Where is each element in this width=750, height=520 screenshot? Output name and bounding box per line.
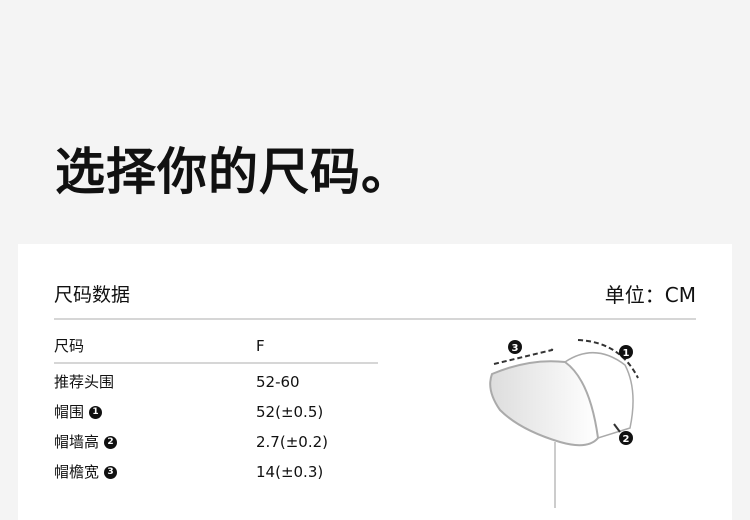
unit-label: 单位：CM: [604, 283, 696, 307]
row-value: 52(±0.5): [256, 403, 324, 421]
table-row: 推荐头围 52-60: [54, 370, 378, 394]
header-label: 尺码: [54, 337, 85, 355]
hat-crown: [564, 351, 634, 439]
row-value: 52-60: [256, 373, 300, 391]
hat-brim: [489, 360, 600, 447]
divider: [54, 318, 696, 320]
hat-diagram: 3 1 2: [489, 339, 639, 508]
brim-width-measure: [493, 345, 554, 365]
badge-3: 3: [512, 343, 519, 354]
row-value: 2.7(±0.2): [256, 433, 328, 451]
page-title: 选择你的尺码。: [55, 143, 412, 201]
section-title: 尺码数据: [54, 284, 131, 306]
header-value: F: [256, 337, 265, 355]
table-row: 帽围 1 52(±0.5): [54, 400, 378, 424]
table-row: 帽墙高 2 2.7(±0.2): [54, 430, 378, 454]
row-label: 推荐头围: [54, 373, 115, 391]
row-label: 帽檐宽: [54, 463, 100, 481]
row-label: 帽围: [54, 403, 85, 421]
table-divider: [54, 362, 378, 364]
row-value: 14(±0.3): [256, 463, 324, 481]
wall-height-measure: [613, 423, 621, 433]
number-badge: 1: [89, 405, 103, 419]
badge-2: 2: [623, 434, 630, 445]
number-badge: 2: [104, 435, 118, 449]
badge-1: 1: [623, 348, 630, 359]
row-label: 帽墙高: [54, 433, 100, 451]
number-badge: 3: [104, 465, 118, 479]
circumference-measure: [577, 339, 639, 379]
table-header: 尺码 F: [54, 334, 378, 358]
table-row: 帽檐宽 3 14(±0.3): [54, 460, 378, 484]
